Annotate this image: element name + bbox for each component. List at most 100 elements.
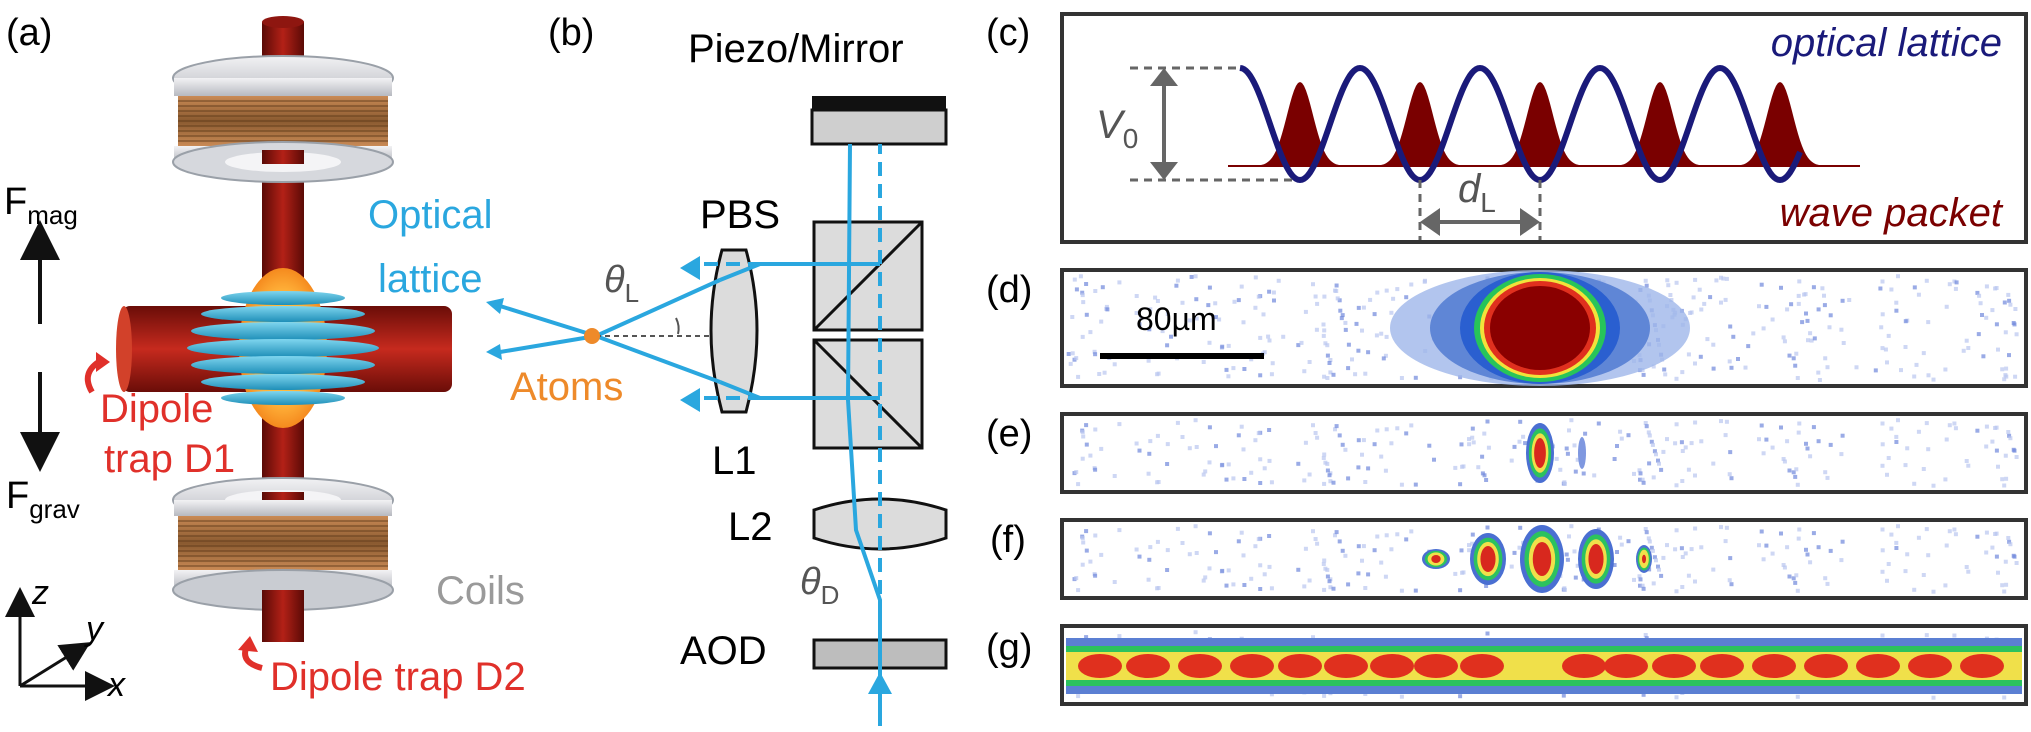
noise-pixel [1224, 367, 1229, 372]
noise-pixel [1954, 280, 1959, 285]
v0-marker [1130, 66, 1292, 182]
noise-pixel [1328, 358, 1333, 362]
noise-pixel [1966, 463, 1971, 468]
noise-pixel [1693, 277, 1698, 282]
noise-pixel [1241, 553, 1246, 558]
noise-pixel [1100, 285, 1105, 290]
theta-d-label: θD [800, 561, 839, 610]
noise-pixel [1808, 331, 1813, 336]
noise-pixel [1686, 352, 1691, 357]
band-peak [1370, 654, 1414, 678]
noise-pixel [1099, 552, 1104, 557]
noise-pixel [1894, 434, 1899, 439]
noise-pixel [2012, 554, 2017, 559]
noise-pixel [2013, 307, 2018, 311]
l1-label: L1 [712, 439, 757, 483]
noise-pixel [1905, 446, 1910, 451]
noise-pixel [1271, 290, 1276, 295]
noise-pixel [1432, 457, 1436, 462]
noise-pixel [1112, 362, 1117, 367]
noise-pixel [1816, 545, 1821, 550]
noise-pixel [1729, 365, 1734, 370]
noise-pixel [1480, 454, 1485, 459]
noise-pixel [1993, 426, 1998, 430]
noise-pixel [1947, 282, 1952, 287]
noise-pixel [1256, 294, 1261, 299]
noise-pixel [1828, 548, 1833, 553]
noise-pixel [1782, 339, 1787, 344]
noise-pixel [1375, 428, 1380, 433]
noise-pixel [1105, 307, 1110, 312]
noise-pixel [1389, 547, 1394, 552]
noise-pixel [1674, 695, 1679, 700]
noise-pixel [2006, 536, 2011, 540]
noise-pixel [1333, 427, 1337, 432]
noise-pixel [1321, 333, 1326, 338]
noise-pixel [1931, 483, 1936, 488]
noise-pixel [1889, 532, 1894, 537]
noise-pixel [1194, 551, 1199, 555]
noise-pixel [1912, 481, 1917, 486]
noise-pixel [2007, 539, 2012, 544]
noise-pixel [1413, 588, 1418, 593]
noise-pixel [1618, 535, 1623, 540]
noise-pixel [1724, 419, 1729, 424]
noise-pixel [1691, 295, 1696, 300]
noise-pixel [1220, 568, 1225, 573]
noise-pixel [1266, 334, 1271, 339]
noise-pixel [1187, 552, 1192, 557]
noise-pixel [1880, 442, 1885, 447]
noise-pixel [1165, 548, 1170, 553]
noise-pixel [1201, 360, 1206, 364]
noise-pixel [1389, 441, 1394, 446]
noise-pixel [1990, 308, 1995, 313]
noise-pixel [1422, 279, 1427, 284]
noise-pixel [1641, 586, 1646, 591]
noise-pixel [1517, 439, 1522, 444]
noise-pixel [1175, 526, 1180, 531]
noise-pixel [1074, 470, 1079, 475]
noise-pixel [1947, 529, 1952, 534]
noise-pixel [1242, 583, 1247, 587]
noise-pixel [1214, 315, 1218, 320]
noise-pixel [1638, 583, 1642, 588]
noise-pixel [1404, 537, 1409, 542]
noise-pixel [1683, 445, 1688, 450]
noise-pixel [2002, 483, 2007, 488]
noise-pixel [1258, 587, 1263, 591]
noise-pixel [1994, 322, 1999, 327]
noise-pixel [1731, 334, 1736, 339]
noise-pixel [1782, 459, 1787, 464]
diffraction-peaks-f [1422, 525, 1652, 593]
noise-pixel [1808, 454, 1813, 459]
bottom-coil [172, 477, 394, 642]
noise-pixel [1581, 471, 1586, 476]
noise-pixel [1647, 539, 1652, 544]
noise-pixel [1315, 435, 1320, 440]
noise-pixel [1880, 279, 1885, 284]
noise-pixel [1137, 554, 1142, 559]
noise-pixel [1757, 543, 1761, 548]
noise-pixel [1334, 289, 1339, 293]
noise-pixel [1187, 446, 1192, 451]
noise-pixel [1207, 460, 1212, 465]
noise-pixel [1153, 295, 1158, 300]
noise-pixel [1241, 447, 1246, 452]
band-peak [1856, 654, 1900, 678]
noise-pixel [1307, 578, 1312, 583]
noise-pixel [1236, 539, 1241, 544]
noise-pixel [1102, 370, 1107, 375]
noise-pixel [1646, 430, 1651, 435]
noise-pixel [1840, 433, 1845, 438]
band-peak [1324, 654, 1368, 678]
coils-label: Coils [436, 569, 525, 613]
noise-pixel [1207, 531, 1212, 536]
noise-pixel [1944, 543, 1949, 548]
noise-pixel [1787, 353, 1792, 358]
noise-pixel [1322, 693, 1327, 698]
noise-pixel [1356, 544, 1361, 549]
noise-pixel [1993, 532, 1998, 536]
noise-pixel [1080, 293, 1085, 298]
noise-pixel [1485, 631, 1490, 636]
panel-g: (g) [986, 624, 2028, 706]
